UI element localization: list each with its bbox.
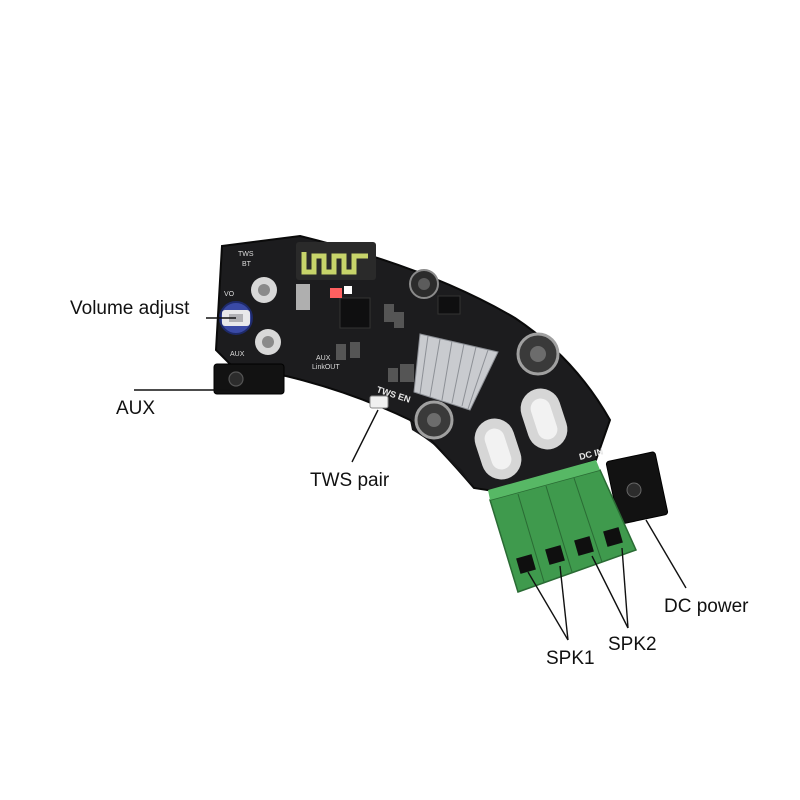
heatsink bbox=[413, 333, 499, 411]
leader-spk2-b bbox=[621, 547, 629, 629]
label-aux: AUX bbox=[116, 398, 155, 419]
leader-dc bbox=[645, 519, 687, 589]
silk-aux-linkout-top: AUX bbox=[316, 355, 331, 362]
silk-vol-small: VO bbox=[224, 291, 235, 298]
spk2-plus-port[interactable] bbox=[603, 527, 623, 547]
label-dc-power: DC power bbox=[664, 596, 749, 617]
spk1-minus-port[interactable] bbox=[516, 554, 536, 574]
capacitor-bottom bbox=[414, 400, 454, 440]
silk-aux-small: AUX bbox=[230, 351, 245, 358]
leader-spk1-a bbox=[527, 571, 569, 641]
silk-tws-small: TWS bbox=[238, 251, 254, 258]
amp-chip bbox=[437, 295, 461, 315]
capacitor-top bbox=[409, 269, 439, 299]
main-chip bbox=[339, 297, 371, 329]
label-spk2: SPK2 bbox=[608, 634, 657, 655]
capacitor-right bbox=[516, 332, 560, 376]
leader-spk1-b bbox=[559, 565, 569, 641]
spk1-plus-port[interactable] bbox=[545, 545, 565, 565]
tws-button[interactable] bbox=[369, 395, 389, 409]
label-volume-adjust: Volume adjust bbox=[70, 298, 190, 319]
spk2-minus-port[interactable] bbox=[574, 536, 594, 556]
label-spk1: SPK1 bbox=[546, 648, 595, 669]
silk-linkout: LinkOUT bbox=[312, 364, 340, 371]
label-tws-pair: TWS pair bbox=[310, 470, 390, 491]
speaker-terminal-block[interactable] bbox=[488, 460, 638, 593]
aux-jack[interactable] bbox=[213, 363, 285, 395]
leader-tws bbox=[351, 409, 379, 463]
silk-bt-small: BT bbox=[242, 261, 252, 268]
antenna-trace bbox=[301, 252, 368, 275]
leader-spk2-a bbox=[591, 555, 629, 629]
